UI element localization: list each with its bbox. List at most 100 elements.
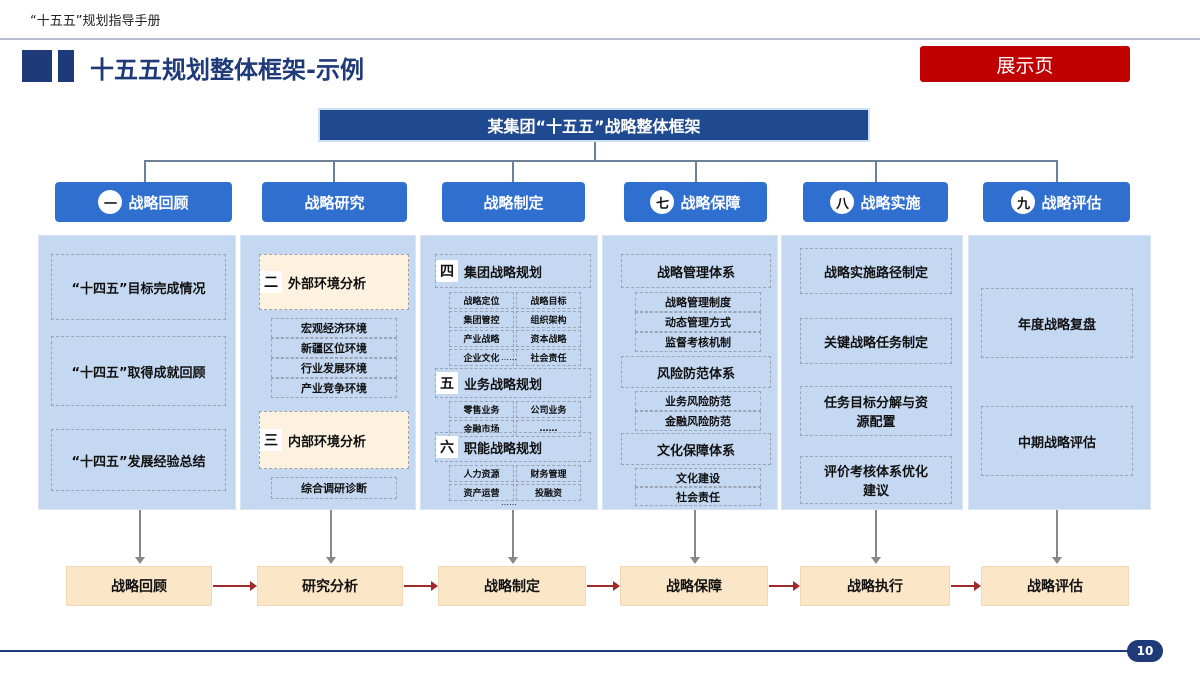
list-item: 宏观经济环境 <box>271 318 397 338</box>
flow-step: 研究分析 <box>257 566 403 606</box>
list-item: 资产运营 <box>449 484 514 501</box>
functional-strategy: 六职能战略规划 <box>435 432 591 462</box>
connector <box>512 160 514 182</box>
brand-text: “十五五”规划指导手册 <box>30 14 161 29</box>
flow-step: 战略回顾 <box>66 566 212 606</box>
connector <box>144 160 1057 162</box>
arrow-right-icon <box>951 581 981 591</box>
list-item: 综合调研诊断 <box>271 477 397 499</box>
column-header-guarantee: 七战略保障 <box>624 182 767 222</box>
step-number: 五 <box>436 372 458 394</box>
connector <box>594 142 596 160</box>
list-item: 动态管理方式 <box>635 312 761 332</box>
arrow-down-icon <box>872 510 880 564</box>
list-item: 企业文化 <box>449 349 514 366</box>
list-item: 年度战略复盘 <box>981 288 1133 358</box>
section-label: 业务战略规划 <box>464 377 543 393</box>
list-item: 社会责任 <box>516 349 581 366</box>
arrow-down-icon <box>327 510 335 564</box>
connector <box>695 160 697 182</box>
column-label: 战略保障 <box>680 193 741 212</box>
implementation-panel: 战略实施路径制定 关键战略任务制定 任务目标分解与资源配置 评价考核体系优化建议 <box>781 235 963 510</box>
formulation-panel: 四集团战略规划 战略定位 战略目标 集团管控 组织架构 产业战略 资本战略 企业… <box>420 235 598 510</box>
list-item: 业务风险防范 <box>635 391 761 411</box>
page-title: 十五五规划整体框架-示例 <box>90 56 364 84</box>
list-item: 文化建设 <box>635 468 761 487</box>
step-number: 二 <box>260 271 282 293</box>
step-number: 三 <box>260 429 282 451</box>
title-block-icon <box>58 50 74 82</box>
section-label: 职能战略规划 <box>464 441 543 457</box>
section-label: 文化保障体系 <box>621 433 771 465</box>
review-item: “十四五”取得成就回顾 <box>51 336 226 406</box>
list-item: …… <box>516 420 581 437</box>
list-item: 集团管控 <box>449 311 514 328</box>
list-item: 社会责任 <box>635 487 761 506</box>
connector <box>875 160 877 182</box>
flow-step: 战略执行 <box>800 566 950 606</box>
section-label: 风险防范体系 <box>621 356 771 388</box>
column-header-implementation: 八战略实施 <box>803 182 948 222</box>
connector <box>333 160 335 182</box>
list-item: 投融资 <box>516 484 581 501</box>
review-item: “十四五”目标完成情况 <box>51 254 226 320</box>
connector <box>1056 160 1058 182</box>
list-item: 财务管理 <box>516 465 581 482</box>
external-items: 宏观经济环境 新疆区位环境 行业发展环境 产业竞争环境 <box>271 318 397 398</box>
review-panel: “十四五”目标完成情况 “十四五”取得成就回顾 “十四五”发展经验总结 <box>38 235 236 510</box>
column-header-evaluation: 九战略评估 <box>983 182 1130 222</box>
guarantee-items: 业务风险防范 金融风险防范 <box>635 391 761 431</box>
external-analysis: 二外部环境分析 <box>259 254 409 310</box>
list-item: 关键战略任务制定 <box>800 318 952 364</box>
framework-title: 某集团“十五五”战略整体框架 <box>318 108 870 142</box>
flow-step: 战略保障 <box>620 566 768 606</box>
connector <box>144 160 146 182</box>
step-number: 四 <box>436 260 458 282</box>
list-item: 战略实施路径制定 <box>800 248 952 294</box>
ellipsis: …… <box>501 498 517 507</box>
review-item: “十四五”发展经验总结 <box>51 429 226 491</box>
divider <box>0 38 1200 40</box>
column-label: 战略评估 <box>1041 193 1102 212</box>
list-item: 战略定位 <box>449 292 514 309</box>
title-block-icon <box>22 50 52 82</box>
internal-analysis: 三内部环境分析 <box>259 411 409 469</box>
column-header-review: 一战略回顾 <box>55 182 232 222</box>
list-item: 行业发展环境 <box>271 358 397 378</box>
column-label: 战略研究 <box>304 193 365 212</box>
flow-step: 战略制定 <box>438 566 586 606</box>
column-label: 战略回顾 <box>128 193 189 212</box>
guarantee-items: 战略管理制度 动态管理方式 监督考核机制 <box>635 292 761 352</box>
list-item: 公司业务 <box>516 401 581 418</box>
arrow-right-icon <box>587 581 620 591</box>
list-item: 战略目标 <box>516 292 581 309</box>
arrow-down-icon <box>691 510 699 564</box>
list-item: 新疆区位环境 <box>271 338 397 358</box>
arrow-right-icon <box>213 581 257 591</box>
list-item: 组织架构 <box>516 311 581 328</box>
column-header-research: 战略研究 <box>262 182 407 222</box>
list-item: 评价考核体系优化建议 <box>800 456 952 504</box>
guarantee-items: 文化建设 社会责任 <box>635 468 761 506</box>
step-number: 七 <box>650 190 675 214</box>
group-items: 战略定位 战略目标 集团管控 组织架构 产业战略 资本战略 企业文化 社会责任 <box>449 292 581 366</box>
list-item: 金融市场 <box>449 420 514 437</box>
list-item: 资本战略 <box>516 330 581 347</box>
step-number: 八 <box>830 190 855 214</box>
list-item: 中期战略评估 <box>981 406 1133 476</box>
list-item: 产业竞争环境 <box>271 378 397 398</box>
flow-step: 战略评估 <box>981 566 1129 606</box>
research-panel: 二外部环境分析 宏观经济环境 新疆区位环境 行业发展环境 产业竞争环境 三内部环… <box>240 235 416 510</box>
column-header-formulation: 战略制定 <box>442 182 585 222</box>
list-item: 人力资源 <box>449 465 514 482</box>
section-label: 集团战略规划 <box>464 265 543 281</box>
business-items: 零售业务 公司业务 金融市场 …… <box>449 401 581 437</box>
section-label: 战略管理体系 <box>621 254 771 288</box>
arrow-right-icon <box>769 581 800 591</box>
functional-items: 人力资源 财务管理 资产运营 投融资 <box>449 465 581 501</box>
step-number: 九 <box>1011 190 1036 214</box>
list-item: 产业战略 <box>449 330 514 347</box>
column-label: 战略制定 <box>483 193 544 212</box>
section-label: 内部环境分析 <box>288 434 367 450</box>
arrow-down-icon <box>136 510 144 564</box>
